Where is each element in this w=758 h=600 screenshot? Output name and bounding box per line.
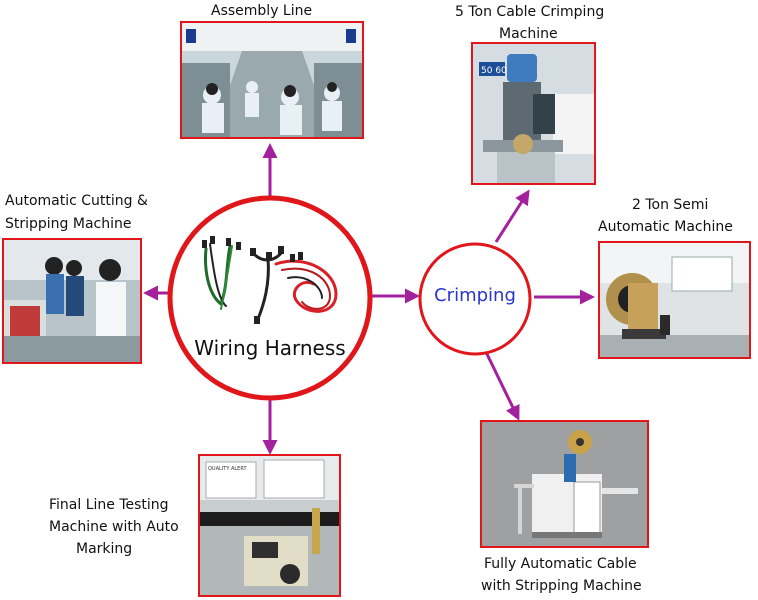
- cable-crimping-label-line2: Machine: [499, 26, 558, 42]
- wire-harness-illustration: [204, 243, 338, 321]
- quality-alert-text: QUALITY ALERT: [208, 466, 247, 472]
- cutting-stripping-machine-photo: [2, 238, 142, 364]
- center-title: Wiring Harness: [194, 336, 346, 360]
- fully-auto-label-line2: with Stripping Machine: [481, 578, 642, 594]
- cable-crimping-machine-photo: 50 60: [471, 42, 596, 185]
- semi-auto-label-line1: 2 Ton Semi: [632, 197, 709, 213]
- final-line-testing-photo: QUALITY ALERT: [198, 454, 341, 597]
- testing-label-line3: Marking: [76, 541, 133, 557]
- semi-auto-label-line2: Automatic Machine: [598, 219, 733, 235]
- assembly-line-label: Assembly Line: [211, 3, 313, 19]
- testing-label-line1: Final Line Testing: [49, 497, 169, 513]
- crimping-hub: [418, 242, 532, 356]
- testing-label-line2: Machine with Auto: [49, 519, 179, 535]
- arrow-to-fully-automatic: [484, 351, 520, 421]
- cutting-label-line1: Automatic Cutting &: [5, 193, 148, 209]
- assembly-line-photo: [180, 21, 364, 139]
- connector-terminals: [202, 236, 303, 324]
- cutting-label-line2: Stripping Machine: [5, 216, 132, 232]
- arrow-to-5ton-crimping: [494, 189, 530, 243]
- fully-automatic-machine-photo: [480, 420, 649, 548]
- machine-tag-text: 50 60: [481, 66, 507, 76]
- semi-automatic-machine-photo: [598, 241, 751, 359]
- wiring-harness-hub: [167, 195, 373, 401]
- fully-auto-label-line1: Fully Automatic Cable: [484, 556, 637, 572]
- cable-crimping-label-line1: 5 Ton Cable Crimping: [455, 4, 605, 20]
- crimping-label: Crimping: [434, 285, 516, 306]
